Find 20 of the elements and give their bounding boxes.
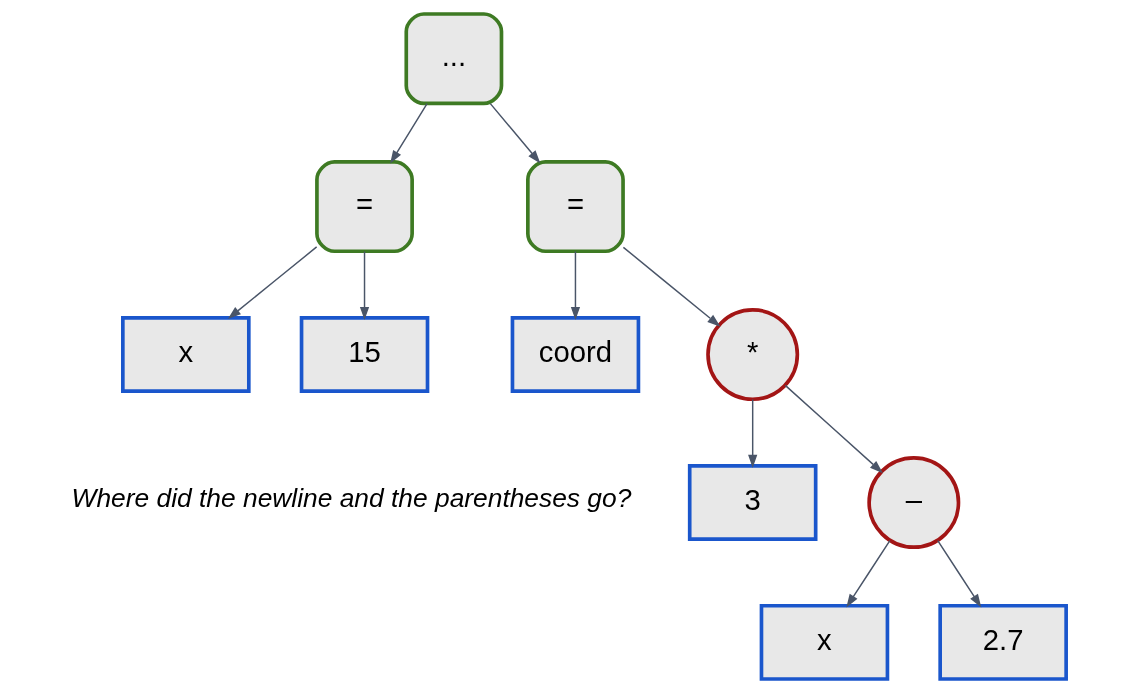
- node-box: ...: [403, 12, 503, 106]
- node-box: 3: [687, 464, 817, 541]
- node-box: =: [314, 160, 414, 254]
- arrow: [359, 250, 369, 321]
- node-box: 15: [299, 316, 429, 393]
- label: Where did the newline and the parentheses go?: [71, 483, 631, 514]
- arrow: [489, 102, 540, 164]
- arrow: [227, 246, 317, 319]
- arrow: [622, 246, 720, 327]
- node-box: 2.7: [937, 603, 1068, 681]
- arrow: [784, 384, 883, 474]
- node-box: x: [120, 316, 251, 393]
- node-box: =: [525, 160, 625, 254]
- arrow: [570, 250, 580, 321]
- arrow: [389, 102, 428, 164]
- node-box: coord: [510, 316, 640, 393]
- node-box: x: [759, 603, 889, 681]
- arrow: [936, 539, 981, 608]
- arrow: [747, 398, 757, 469]
- arrow: [845, 539, 891, 608]
